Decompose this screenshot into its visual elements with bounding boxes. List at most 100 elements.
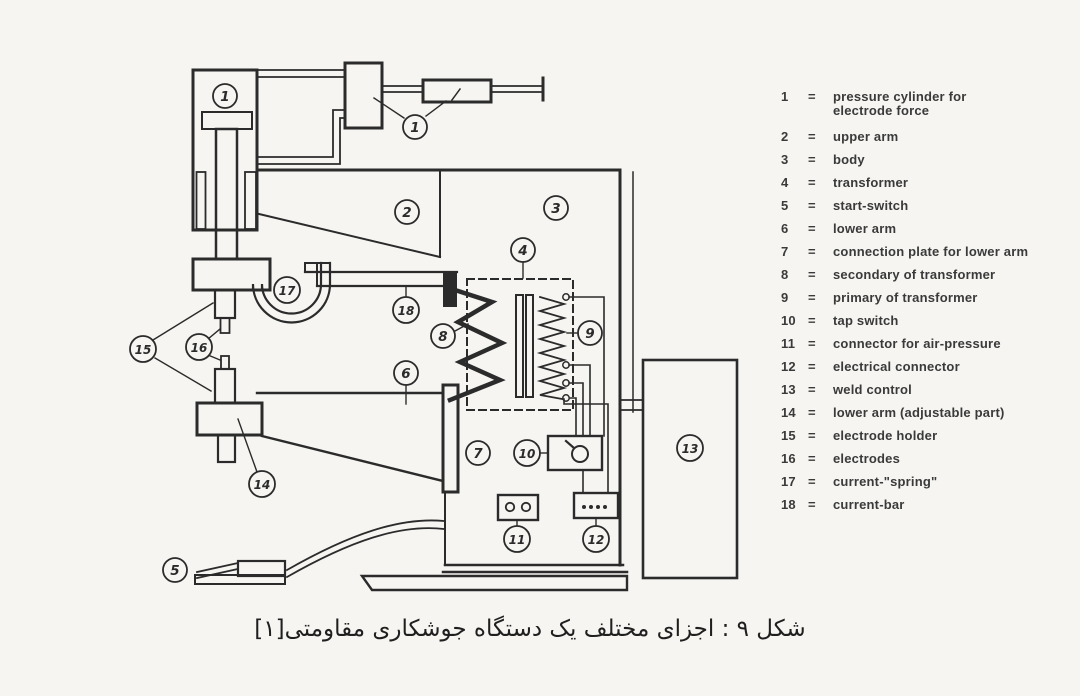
legend-item-number: 3 — [781, 152, 789, 167]
pressure-cylinder — [191, 68, 259, 261]
callout-5: 5 — [162, 557, 188, 583]
legend-equals: = — [808, 474, 816, 489]
air-pressure-connector — [496, 493, 540, 522]
legend-item: 4=transformer — [781, 176, 1073, 190]
legend-item-label: body — [833, 152, 865, 167]
foot-switch — [194, 519, 445, 585]
legend-equals: = — [808, 198, 816, 213]
legend-item-number: 9 — [781, 290, 789, 305]
svg-text:1: 1 — [220, 89, 229, 105]
svg-text:10: 10 — [519, 447, 536, 461]
legend-item: 17=current-"spring" — [781, 475, 1073, 489]
transformer-boundary — [466, 278, 574, 411]
svg-text:1: 1 — [410, 120, 419, 136]
air-system — [256, 61, 545, 165]
legend-equals: = — [808, 175, 816, 190]
callout-13: 13 — [676, 434, 704, 462]
legend-item-label: upper arm — [833, 129, 899, 144]
svg-text:7: 7 — [473, 446, 483, 462]
svg-text:15: 15 — [135, 343, 152, 357]
callout-3: 3 — [543, 195, 569, 221]
legend-equals: = — [808, 89, 816, 104]
svg-text:18: 18 — [398, 304, 415, 318]
legend-item-number: 8 — [781, 267, 789, 282]
lower-arm-adjustable-block — [195, 401, 264, 437]
legend-equals: = — [808, 129, 816, 144]
callout-2: 2 — [394, 199, 420, 225]
lower-arm — [195, 383, 460, 494]
legend-equals: = — [808, 267, 816, 282]
legend-item-number: 18 — [781, 497, 796, 512]
upper-electrode-holder — [213, 288, 237, 320]
legend-item: 18 = current-bar — [781, 498, 1073, 512]
connection-plate — [441, 383, 460, 494]
svg-text:11: 11 — [509, 533, 526, 547]
electrode-assembly — [213, 288, 237, 405]
transformer-core — [515, 294, 524, 398]
secondary-coil — [447, 275, 508, 403]
tap-switch — [546, 434, 604, 472]
svg-text:2: 2 — [402, 205, 411, 221]
legend-item-number: 15 — [781, 428, 796, 443]
callout-12: 12 — [582, 525, 610, 553]
legend-item-label: electrode holder — [833, 428, 938, 443]
callout-4: 4 — [510, 237, 536, 263]
legend-item-number: 14 — [781, 405, 796, 420]
legend-item-label: lower arm (adjustable part) — [833, 405, 1005, 420]
legend-item-label: connector for air-pressure — [833, 336, 1001, 351]
legend-item: 15=electrode holder — [781, 429, 1073, 443]
callout-8: 8 — [430, 323, 456, 349]
svg-text:4: 4 — [517, 243, 527, 259]
legend-item-number: 2 — [781, 129, 789, 144]
legend-item-number: 10 — [781, 313, 796, 328]
legend-item: 14 = lower arm (adjustable part) — [781, 406, 1073, 420]
upper-electrode — [219, 317, 231, 334]
legend-equals: = — [808, 221, 816, 236]
legend-item: 11 = connector for air-pressure — [781, 337, 1073, 351]
callout-6: 6 — [393, 360, 419, 386]
air-cylinder — [421, 78, 493, 104]
legend-item-number: 11 — [781, 336, 796, 351]
legend-equals: = — [808, 313, 816, 328]
legend-item-number: 17 — [781, 474, 796, 489]
callout-10: 10 — [513, 439, 541, 467]
legend-item-number: 6 — [781, 221, 789, 236]
legend-equals: = — [808, 336, 816, 351]
svg-text:6: 6 — [401, 366, 410, 382]
legend-item-label: weld control — [833, 382, 912, 397]
legend-equals: = — [808, 359, 816, 374]
piston-rod — [214, 127, 239, 261]
legend-item-label: lower arm — [833, 221, 897, 236]
legend-equals: = — [808, 497, 816, 512]
tap-switch-knob — [571, 445, 589, 463]
tap-wires — [563, 296, 609, 494]
figure-caption: شکل ۹ : اجزای مختلف یک دستگاه جوشکاری مق… — [254, 616, 806, 642]
legend-item-label: transformer — [833, 175, 909, 190]
legend-item-label: current-bar — [833, 497, 905, 512]
legend-item-label: pressure cylinder for electrode force — [833, 89, 967, 118]
legend-equals: = — [808, 244, 816, 259]
legend-item: 8=secondary of transformer — [781, 268, 1073, 282]
foot-pedal — [195, 561, 240, 580]
base-plate — [359, 574, 629, 592]
legend-item: 3=body — [781, 153, 1073, 167]
legend-item: 12=electrical connector — [781, 360, 1073, 374]
body-bottom-edge — [441, 563, 629, 574]
callout-16: 16 — [185, 333, 213, 361]
body-outline — [255, 168, 622, 567]
svg-text:16: 16 — [191, 341, 208, 355]
electrical-connector — [572, 491, 620, 520]
legend-item: 16=electrodes — [781, 452, 1073, 466]
legend-equals: = — [808, 290, 816, 305]
legend-equals: = — [808, 405, 816, 420]
lower-electrode-holder — [213, 367, 237, 405]
legend-item: 5=start-switch — [781, 199, 1073, 213]
legend-item-label: primary of transformer — [833, 290, 978, 305]
primary-taps — [562, 293, 570, 402]
svg-text:17: 17 — [279, 284, 296, 298]
air-tube-lower — [256, 109, 346, 165]
